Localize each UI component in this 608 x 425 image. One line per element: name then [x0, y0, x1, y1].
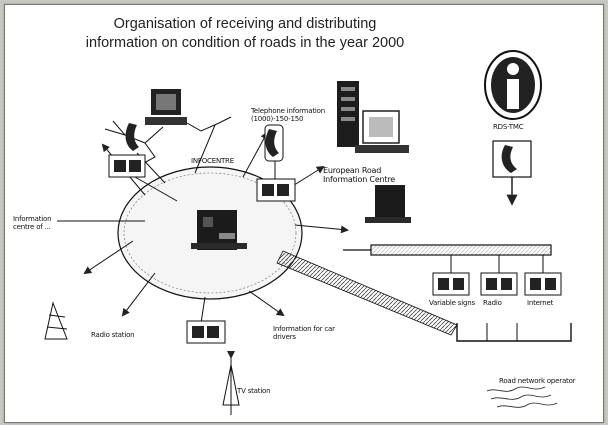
infocentre-label: INFOCENTRE: [191, 157, 234, 165]
car-drivers-label: Information for car drivers: [273, 325, 335, 341]
tv-station-label: TV station: [237, 387, 271, 395]
road-info-centre-label-1: European Road: [323, 166, 382, 175]
tv-antenna-icon: [222, 351, 240, 415]
receiver-drops: [450, 255, 544, 273]
output-1-label: Variable signs: [429, 299, 475, 307]
figure-panel: Organisation of receiving and distributi…: [4, 4, 604, 423]
antenna-icon: [44, 301, 68, 340]
corner-scribble: [486, 386, 558, 408]
telephone-icon: [264, 124, 284, 162]
antenna-icon: [337, 81, 359, 147]
output-2-label: Radio: [483, 299, 502, 307]
output-3-label: Internet: [527, 299, 554, 307]
radio-station-label: Radio station: [91, 331, 135, 339]
output-tray-dividers: [486, 323, 518, 341]
receiver-unit-icon: [432, 272, 470, 296]
corner-caption: Road network operator: [499, 377, 576, 385]
phone-unit-icon: [186, 320, 226, 344]
receiver-unit-icon: [480, 272, 518, 296]
data-link-band: [276, 250, 458, 336]
operator-at-desk-icon: [191, 210, 247, 250]
distribution-bus-fill: [371, 245, 551, 255]
left-node-label: Information centre of ...: [13, 215, 52, 231]
operator-icon: [365, 185, 411, 223]
receiver-unit-icon: [524, 272, 562, 296]
central-hub-inner-ring: [123, 172, 297, 294]
telephone-icon: [492, 140, 532, 178]
output-tray: [456, 323, 572, 342]
network-branches: [104, 116, 232, 170]
road-information-diagram: [44, 50, 572, 415]
figure-title-line-2: information on condition of roads in the…: [85, 35, 405, 51]
phone-unit-icon: [256, 178, 296, 202]
figure-title-line-1: Organisation of receiving and distributi…: [113, 16, 377, 32]
telephone-number-label: (1000)-150-150: [251, 115, 304, 123]
computer-monitor-icon: [355, 110, 409, 153]
information-logo-icon: [484, 50, 542, 120]
figure-title: Organisation of receiving and distributi…: [25, 15, 465, 53]
rds-tmc-label: RDS-TMC: [493, 123, 524, 131]
phone-unit-icon: [108, 154, 146, 178]
road-info-centre-label-2: Information Centre: [323, 175, 396, 184]
phone-handset-icon: [125, 123, 139, 151]
telephone-information-label: Telephone information: [251, 107, 325, 115]
computer-workstation-icon: [145, 89, 187, 125]
